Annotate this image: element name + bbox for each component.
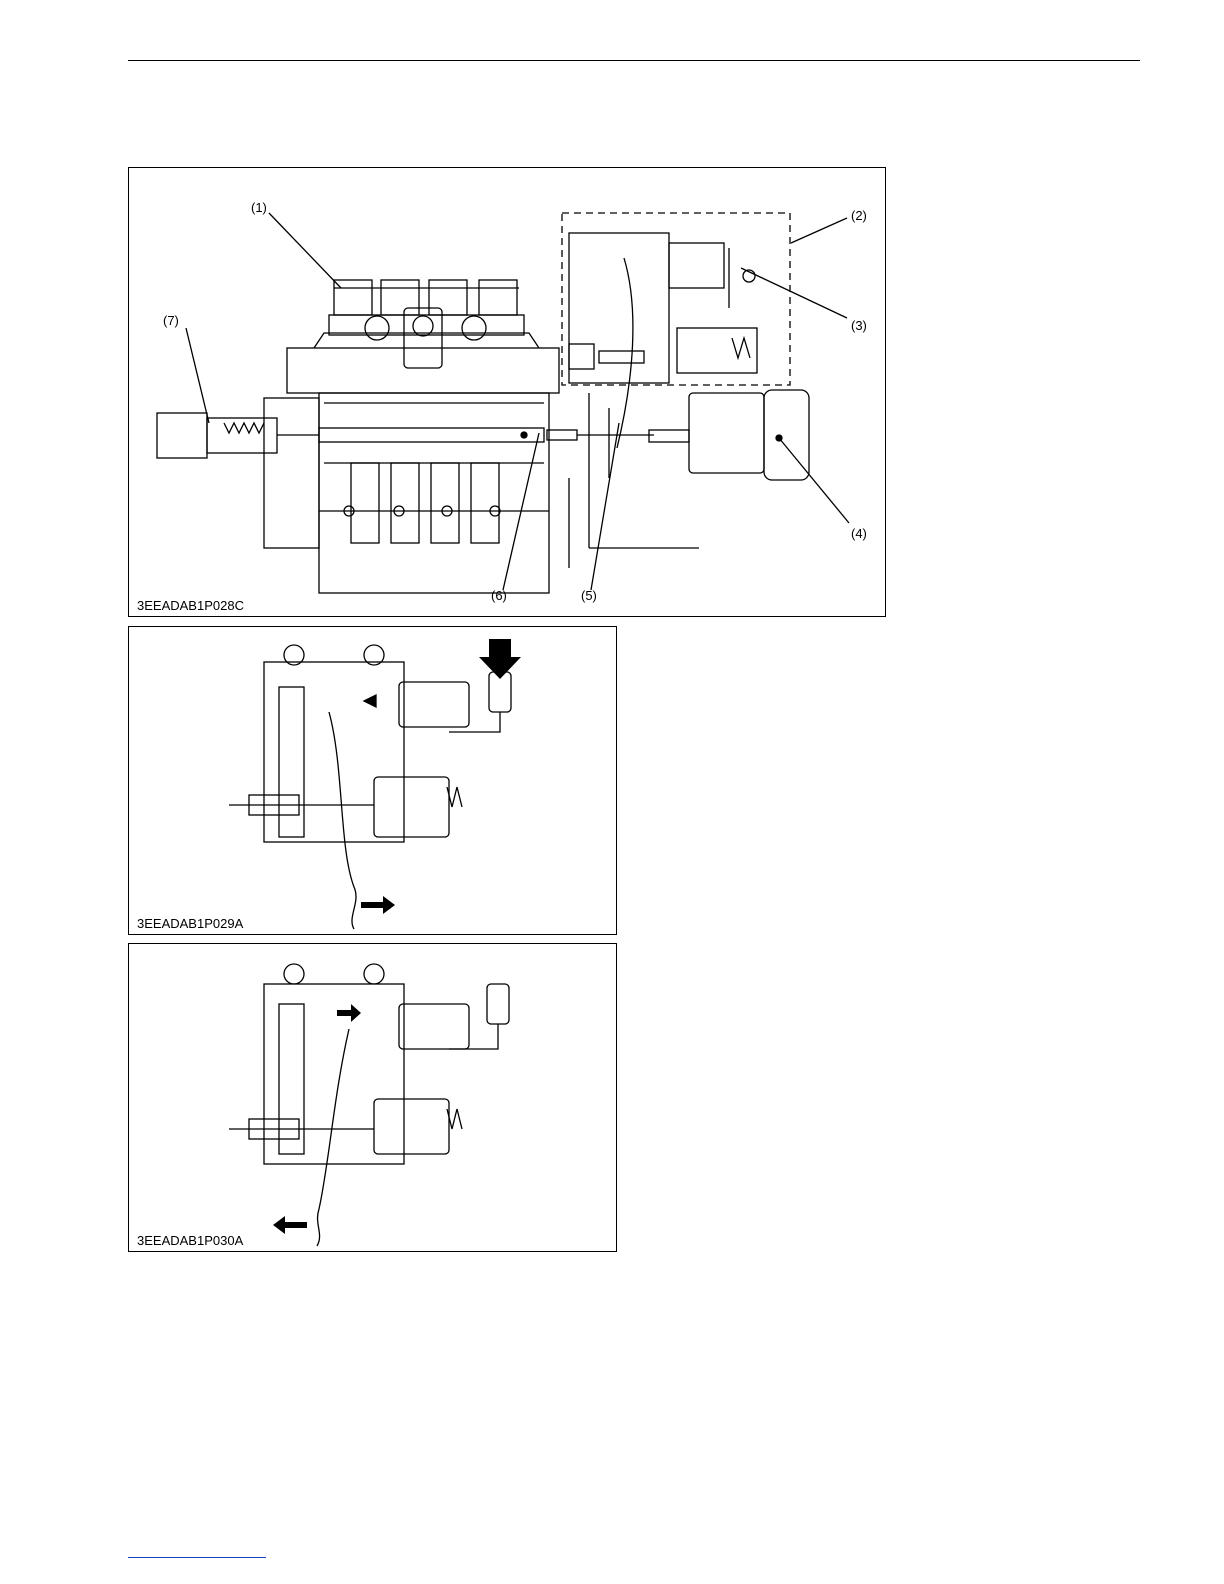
figure-injection-pump-assembly: (1) (2) (3) (4) (5) (6) (7) 3EEADAB1P028… [128, 167, 886, 617]
callout-3: (3) [851, 318, 867, 333]
footer-link-underline [128, 1557, 266, 1558]
figure-code: 3EEADAB1P028C [137, 598, 244, 613]
governor-stop-drawing [129, 627, 618, 936]
figure-code: 3EEADAB1P030A [137, 1233, 243, 1248]
callout-7: (7) [163, 313, 179, 328]
callout-4: (4) [851, 526, 867, 541]
figure-governor-stop-position: 3EEADAB1P029A [128, 626, 617, 935]
figure-governor-run-position: 3EEADAB1P030A [128, 943, 617, 1252]
governor-run-drawing [129, 944, 618, 1253]
header-rule [128, 60, 1140, 61]
figure-code: 3EEADAB1P029A [137, 916, 243, 931]
callout-5: (5) [581, 588, 597, 603]
callout-6: (6) [491, 588, 507, 603]
injection-pump-drawing [129, 168, 887, 618]
callout-1: (1) [251, 200, 267, 215]
callout-2: (2) [851, 208, 867, 223]
